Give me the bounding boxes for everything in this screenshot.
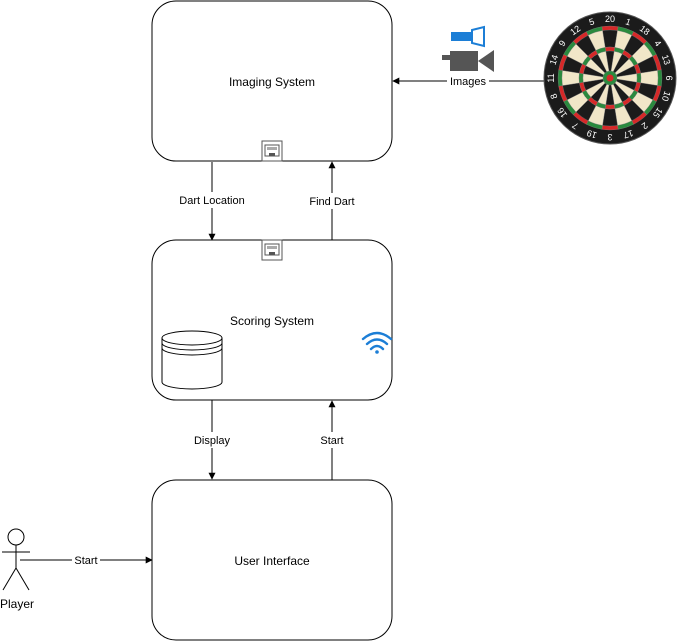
dartboard-number: 4 — [652, 38, 663, 48]
dartboard-number: 16 — [555, 106, 569, 120]
scoring-system-node: Scoring System — [151, 239, 393, 401]
stick-figure-icon — [2, 528, 30, 591]
edge-label-start: Start — [320, 435, 343, 447]
dartboard-bullseye — [606, 74, 614, 82]
edge-display: Display — [190, 400, 234, 480]
imaging-system-label: Imaging System — [229, 75, 315, 89]
dartboard-number: 1 — [624, 16, 632, 27]
edge-images: Images — [392, 74, 544, 89]
dartboard-number: 13 — [660, 53, 673, 66]
edge-find-dart: Find Dart — [306, 161, 358, 240]
dartboard-number: 18 — [638, 23, 652, 37]
dartboard-number: 7 — [570, 120, 580, 131]
imaging-system-node: Imaging System — [151, 0, 393, 162]
dartboard-number: 12 — [568, 23, 582, 37]
dartboard-number: 15 — [651, 106, 665, 120]
edge-label-player-start: Start — [74, 555, 97, 567]
dartboard-number: 20 — [605, 14, 615, 24]
dartboard-number: 17 — [622, 128, 635, 141]
edge-label-display: Display — [194, 435, 231, 447]
dartboard-number: 8 — [548, 92, 559, 100]
user-interface-label: User Interface — [234, 554, 310, 568]
dartboard-number: 14 — [548, 53, 561, 66]
dartboard-number: 10 — [660, 90, 673, 103]
dartboard-number: 6 — [664, 75, 674, 80]
dartboard-number: 9 — [557, 38, 568, 48]
dartboard-number: 3 — [607, 132, 612, 142]
dartboard-number: 11 — [546, 73, 556, 82]
dartboard-number: 19 — [585, 128, 598, 141]
ethernet-port-icon — [261, 140, 283, 162]
edge-label-dart-location: Dart Location — [179, 195, 244, 207]
database-icon — [161, 330, 223, 390]
edge-player-start: Start — [20, 553, 153, 568]
wifi-icon — [361, 331, 393, 354]
edge-label-find-dart: Find Dart — [309, 196, 354, 208]
dartboard-number: 2 — [640, 120, 650, 131]
scoring-system-label: Scoring System — [230, 314, 314, 328]
edge-dart-location: Dart Location — [178, 162, 246, 241]
player-label: Player — [0, 597, 34, 611]
edge-label-images: Images — [450, 76, 487, 88]
edge-start-up: Start — [316, 400, 348, 480]
dartboard-number: 5 — [588, 16, 596, 27]
dartboard-icon: 20 1 184 13 6 10 152 17 3 19 716 8 11 14 912 5 — [543, 11, 677, 145]
flashlight-icon — [451, 25, 485, 48]
ethernet-port-icon — [261, 239, 283, 261]
user-interface-node: User Interface — [151, 479, 393, 641]
video-camera-icon — [442, 50, 494, 72]
player-actor: Player — [0, 528, 34, 611]
